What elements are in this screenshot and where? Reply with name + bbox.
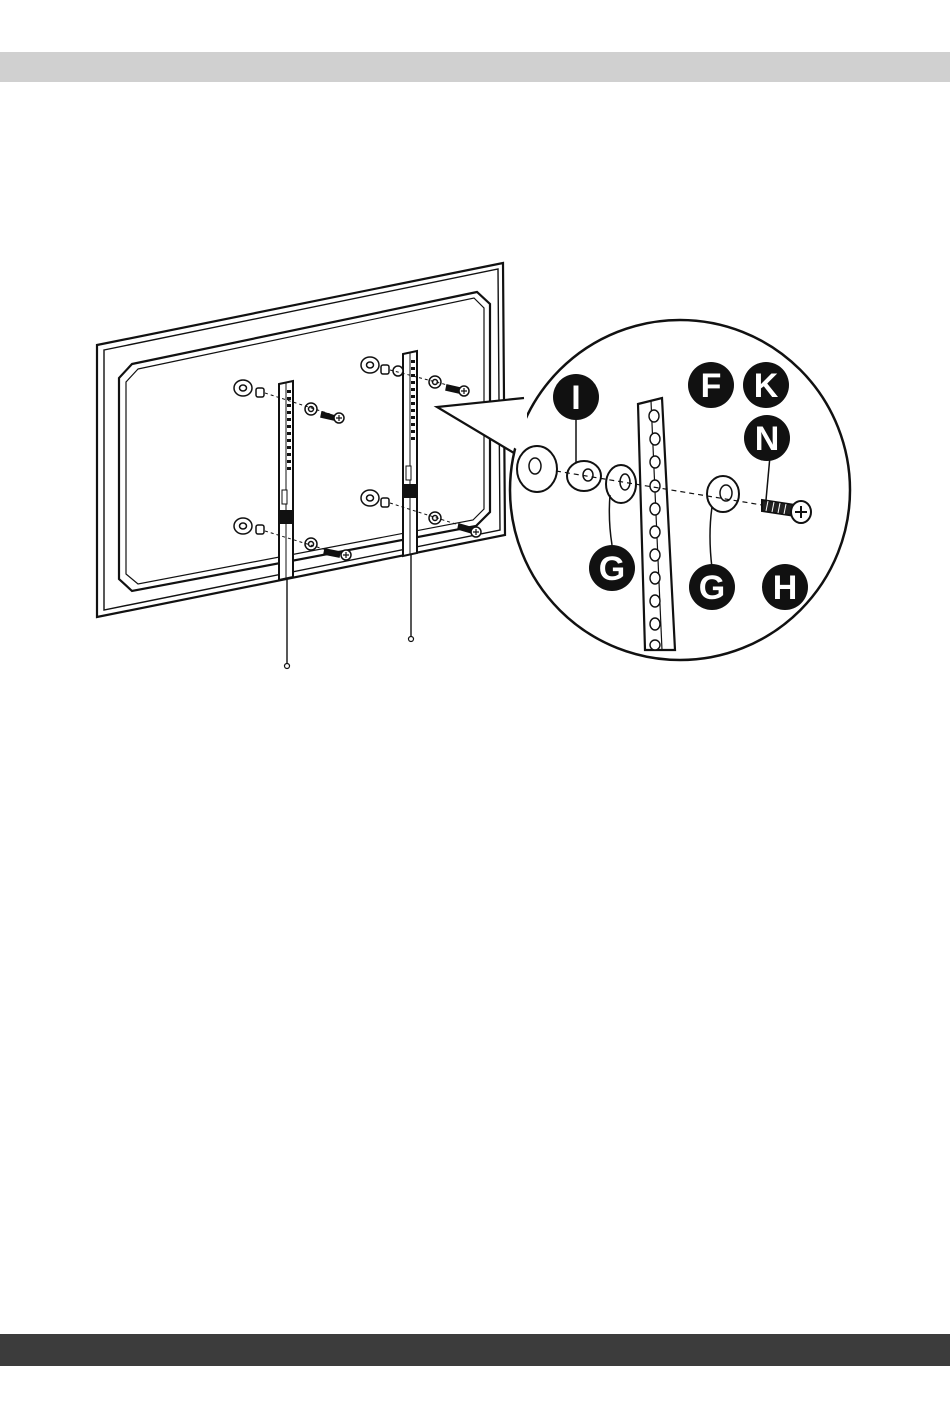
svg-text:G: G — [599, 550, 625, 588]
badge-H: H — [762, 564, 808, 610]
badge-N: N — [744, 415, 790, 461]
badge-G-left: G — [589, 545, 635, 591]
svg-text:F: F — [701, 367, 722, 405]
badge-F: F — [688, 362, 734, 408]
right-mounting-rail — [403, 351, 417, 642]
badge-G-right: G — [689, 564, 735, 610]
svg-text:K: K — [754, 367, 779, 405]
svg-text:H: H — [773, 569, 798, 607]
svg-text:N: N — [755, 420, 780, 458]
bottom-footer-bar — [0, 1334, 950, 1366]
svg-text:G: G — [699, 569, 725, 607]
svg-text:I: I — [571, 379, 580, 417]
badge-I: I — [553, 374, 599, 420]
mounting-hardware-set — [234, 357, 481, 560]
tv-back-panel — [97, 263, 505, 617]
badge-K: K — [743, 362, 789, 408]
left-mounting-rail — [279, 381, 293, 669]
